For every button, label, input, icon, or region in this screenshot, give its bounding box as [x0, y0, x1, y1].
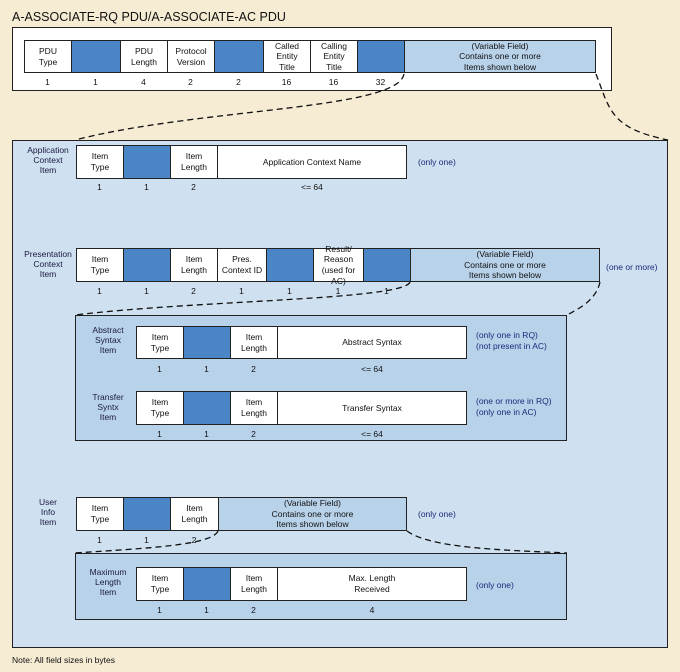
- size-label: 1: [97, 182, 102, 192]
- size-label: 1: [287, 286, 292, 296]
- size-label: 1: [239, 286, 244, 296]
- size-label: 1: [335, 286, 341, 296]
- size-label: 1: [93, 77, 98, 87]
- application-context-cardinality: (only one): [418, 157, 456, 167]
- reserved-field: [123, 248, 170, 282]
- size-label: 4: [369, 605, 375, 615]
- size-label: 1: [204, 605, 209, 615]
- size-label: <= 64: [361, 364, 383, 374]
- size-label: 1: [45, 77, 50, 87]
- transfer-syntax-cardinality: (one or more in RQ)(only one in AC): [476, 396, 552, 418]
- reserved-field: [123, 145, 170, 179]
- size-label: 1: [384, 286, 389, 296]
- reserved-field: [183, 326, 230, 359]
- size-label: 32: [375, 77, 386, 87]
- size-label: <= 64: [301, 182, 323, 192]
- size-label: 2: [191, 286, 196, 296]
- reserved-field: [71, 40, 120, 73]
- abstract-syntax-field: Abstract Syntax: [277, 326, 467, 359]
- size-label: 2: [251, 605, 256, 615]
- presentation-context-cardinality: (one or more): [606, 262, 658, 272]
- size-label: 2: [251, 429, 256, 439]
- size-label: 1: [144, 182, 149, 192]
- reserved-field: [183, 391, 230, 425]
- reserved-field: [123, 497, 170, 531]
- size-label: 16: [328, 77, 339, 87]
- size-label: 1: [204, 429, 209, 439]
- size-label: 2: [251, 364, 256, 374]
- result-reason-field: Result/Reason(used for AC): [313, 244, 363, 286]
- reserved-field: [183, 567, 230, 601]
- reserved-field: [214, 40, 263, 73]
- size-label: 1: [144, 286, 149, 296]
- size-label: 16: [281, 77, 292, 87]
- size-label: 1: [97, 286, 102, 296]
- application-context-name-field: Application Context Name: [217, 145, 407, 179]
- size-label: 1: [204, 364, 209, 374]
- size-label: 1: [157, 605, 162, 615]
- abstract-syntax-cardinality: (only one in RQ)(not present in AC): [476, 330, 547, 352]
- size-label: 1: [157, 429, 162, 439]
- maximum-length-cardinality: (only one): [476, 580, 514, 590]
- size-label: 2: [191, 535, 197, 545]
- user-info-cardinality: (only one): [418, 509, 456, 519]
- reserved-field: [266, 248, 313, 282]
- footnote: Note: All field sizes in bytes: [12, 655, 115, 665]
- size-label: 2: [236, 77, 241, 87]
- size-label: 1: [97, 535, 102, 545]
- size-label: 4: [141, 77, 146, 87]
- page-title: A-ASSOCIATE-RQ PDU/A-ASSOCIATE-AC PDU: [12, 10, 286, 24]
- reserved-field: [363, 248, 410, 282]
- size-label: 1: [157, 364, 162, 374]
- transfer-syntax-field: Transfer Syntax: [277, 391, 467, 425]
- size-label: <= 64: [361, 429, 383, 439]
- reserved-field: [357, 40, 404, 73]
- size-label: 2: [188, 77, 193, 87]
- size-label: 2: [191, 182, 196, 192]
- presentation-context-id-field: Pres.Context ID: [217, 248, 266, 282]
- size-label: 1: [144, 535, 149, 545]
